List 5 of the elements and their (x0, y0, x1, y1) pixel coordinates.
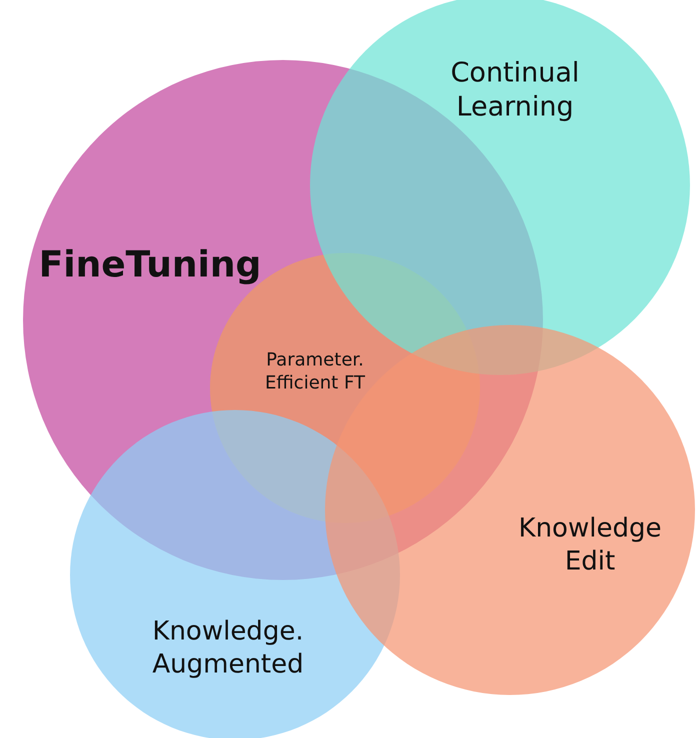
circle-label: FineTuning (38, 244, 262, 288)
circle-label: Knowledge Edit (518, 512, 662, 578)
circle-label: Parameter. Efficient FT (264, 350, 366, 394)
circle-label: Knowledge. Augmented (151, 616, 305, 680)
circle-label: Continual Learning (450, 56, 580, 124)
